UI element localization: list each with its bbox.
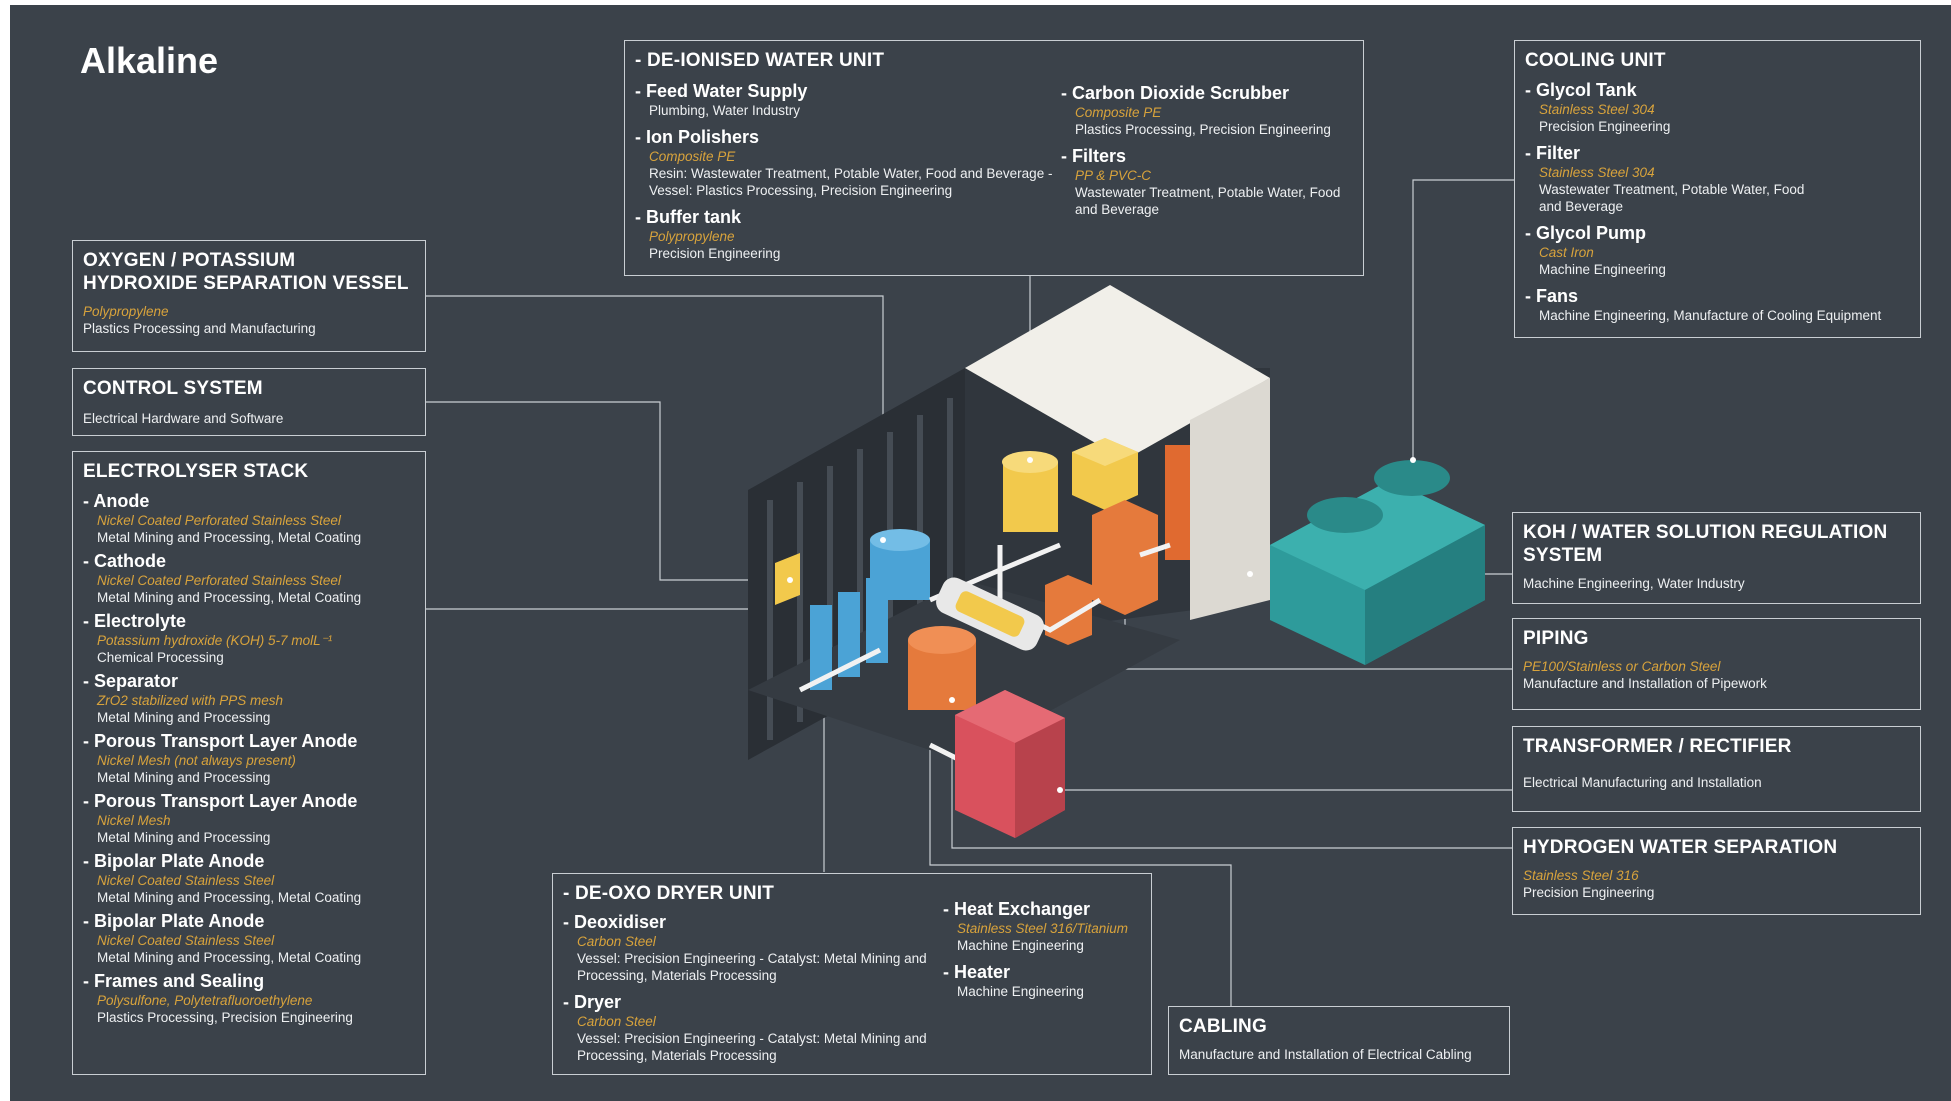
control-system-box: CONTROL SYSTEM Electrical Hardware and S… xyxy=(72,368,426,436)
control-heading: CONTROL SYSTEM xyxy=(83,378,263,399)
deionised-water-unit-box: - DE-IONISED WATER UNIT Feed Water Suppl… xyxy=(624,40,1364,276)
oxygen-heading: OXYGEN / POTASSIUM HYDROXIDE SEPARATION … xyxy=(83,250,409,294)
oxygen-separation-box: OXYGEN / POTASSIUM HYDROXIDE SEPARATION … xyxy=(72,240,426,352)
oxygen-material: Polypropylene xyxy=(83,304,169,319)
hydrogen-use: Precision Engineering xyxy=(1523,885,1655,900)
stack-cylinder-2 xyxy=(838,592,860,677)
koh-use: Machine Engineering, Water Industry xyxy=(1523,576,1745,591)
orange-vessel xyxy=(1165,445,1190,560)
piping-box: PIPING PE100/Stainless or Carbon Steel M… xyxy=(1512,618,1921,710)
connector-oxygen xyxy=(426,295,884,420)
cabling-heading: CABLING xyxy=(1179,1016,1267,1037)
connector-cooling xyxy=(1412,179,1514,460)
page-title: Alkaline xyxy=(80,40,219,81)
oxygen-use: Plastics Processing and Manufacturing xyxy=(83,321,316,336)
connector-cabling xyxy=(929,745,1232,1006)
container-door xyxy=(1190,378,1270,620)
fan-2 xyxy=(1374,460,1450,496)
cooling-heading: COOLING UNIT xyxy=(1525,50,1666,71)
connector-control xyxy=(426,401,790,581)
stack-heading: ELECTROLYSER STACK xyxy=(83,461,309,482)
fan-1 xyxy=(1307,497,1383,533)
piping-heading: PIPING xyxy=(1523,628,1589,649)
deionised-heading: - DE-IONISED WATER UNIT xyxy=(635,50,885,71)
piping-material: PE100/Stainless or Carbon Steel xyxy=(1523,659,1721,674)
stack-cylinder-3 xyxy=(866,578,888,663)
koh-heading: KOH / WATER SOLUTION REGULATION SYSTEM xyxy=(1523,522,1888,566)
koh-regulation-box: KOH / WATER SOLUTION REGULATION SYSTEM M… xyxy=(1512,512,1921,604)
hydrogen-separation-box: HYDROGEN WATER SEPARATION Stainless Stee… xyxy=(1512,827,1921,915)
connector-dots xyxy=(787,457,1416,793)
deoxo-heading: - DE-OXO DRYER UNIT xyxy=(563,883,775,904)
koh-regulation xyxy=(1092,500,1158,615)
cabling-box: CABLING Manufacture and Installation of … xyxy=(1168,1006,1510,1075)
control-use: Electrical Hardware and Software xyxy=(83,411,284,426)
cabling-use: Manufacture and Installation of Electric… xyxy=(1179,1047,1472,1062)
transformer-use: Electrical Manufacturing and Installatio… xyxy=(1523,775,1762,790)
container-roof xyxy=(965,285,1270,460)
hydrogen-material: Stainless Steel 316 xyxy=(1523,868,1639,883)
transformer-box: TRANSFORMER / RECTIFIER Electrical Manuf… xyxy=(1512,726,1921,812)
stack-cylinder-1 xyxy=(810,605,832,690)
buffer-tank xyxy=(1003,462,1058,532)
transformer-heading: TRANSFORMER / RECTIFIER xyxy=(1523,736,1792,757)
hydrogen-heading: HYDROGEN WATER SEPARATION xyxy=(1523,837,1838,858)
piping-use: Manufacture and Installation of Pipework xyxy=(1523,676,1767,691)
